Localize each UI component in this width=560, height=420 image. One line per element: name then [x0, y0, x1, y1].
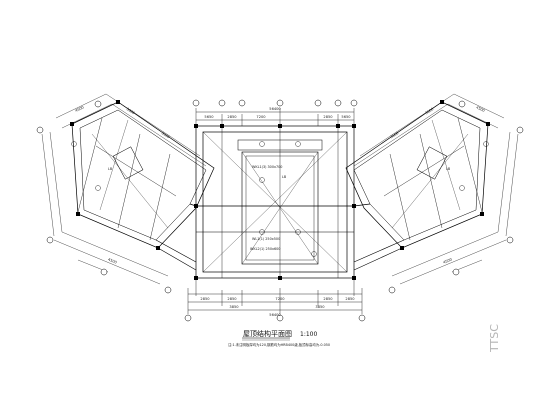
bottom-dim-2: 2850 [227, 297, 237, 301]
columns [70, 100, 490, 280]
bottom-dimension-lines [187, 278, 363, 314]
bottom-outer-right: 3850 [315, 305, 325, 309]
top-dimension-lines [195, 108, 355, 126]
right-wing-dim-3: 3600 [390, 131, 400, 140]
section-markers [71, 141, 489, 257]
top-dim-2: 2850 [227, 115, 237, 119]
bottom-dim-1: 2850 [200, 297, 210, 301]
scale-label: 1:100 [300, 331, 317, 338]
bottom-total-dimension: 56400 [269, 313, 281, 317]
left-wing-dim-2: 3600 [126, 107, 136, 116]
sheet-title: 屋顶结构平面图 [243, 329, 292, 338]
beam-label-top: WKL1(3) 300x700 [252, 165, 282, 169]
top-dim-4: 2850 [323, 115, 333, 119]
left-wing-dim-4: 4500 [107, 258, 118, 265]
left-wing-dimension-lines [41, 93, 207, 285]
bottom-dim-4: 2850 [323, 297, 333, 301]
title-block: 屋顶结构平面图 1:100 注:1.未注明板厚均为120,钢筋均为HRB400级… [228, 329, 330, 347]
top-dim-3: 7200 [256, 115, 266, 119]
central-block [195, 125, 355, 279]
watermark: TTSC [488, 324, 501, 353]
slab-label-left: LB [108, 167, 113, 171]
right-wing-dim-2: 3600 [425, 107, 435, 116]
left-wing-dim-3: 3600 [161, 131, 171, 140]
left-wing [71, 101, 215, 271]
right-wing-dim-1: 4500 [475, 105, 486, 113]
beam-label-low: WL1(1) 250x500 [252, 237, 280, 241]
slab-label-center: LB [282, 175, 287, 179]
right-wing-dim-4: 4500 [443, 257, 454, 264]
bottom-outer-left: 3850 [229, 305, 239, 309]
right-wing [345, 101, 489, 271]
left-wing-dim-1: 4500 [75, 105, 86, 113]
axis-bubbles [36, 99, 524, 322]
slab-label-right: LB [446, 167, 451, 171]
right-wing-dimension-lines [353, 93, 519, 285]
bottom-dim-5: 2850 [345, 297, 355, 301]
footnote: 注:1.未注明板厚均为120,钢筋均为HRB400级,板顶标高均为-0.050 [228, 342, 330, 347]
top-total-dimension: 56400 [269, 107, 281, 111]
top-dim-1: 5650 [204, 115, 214, 119]
top-dim-5: 5650 [341, 115, 351, 119]
beam-label-mid: WKL2(1) 250x600 [250, 247, 280, 251]
bottom-dim-3: 7200 [275, 297, 285, 301]
